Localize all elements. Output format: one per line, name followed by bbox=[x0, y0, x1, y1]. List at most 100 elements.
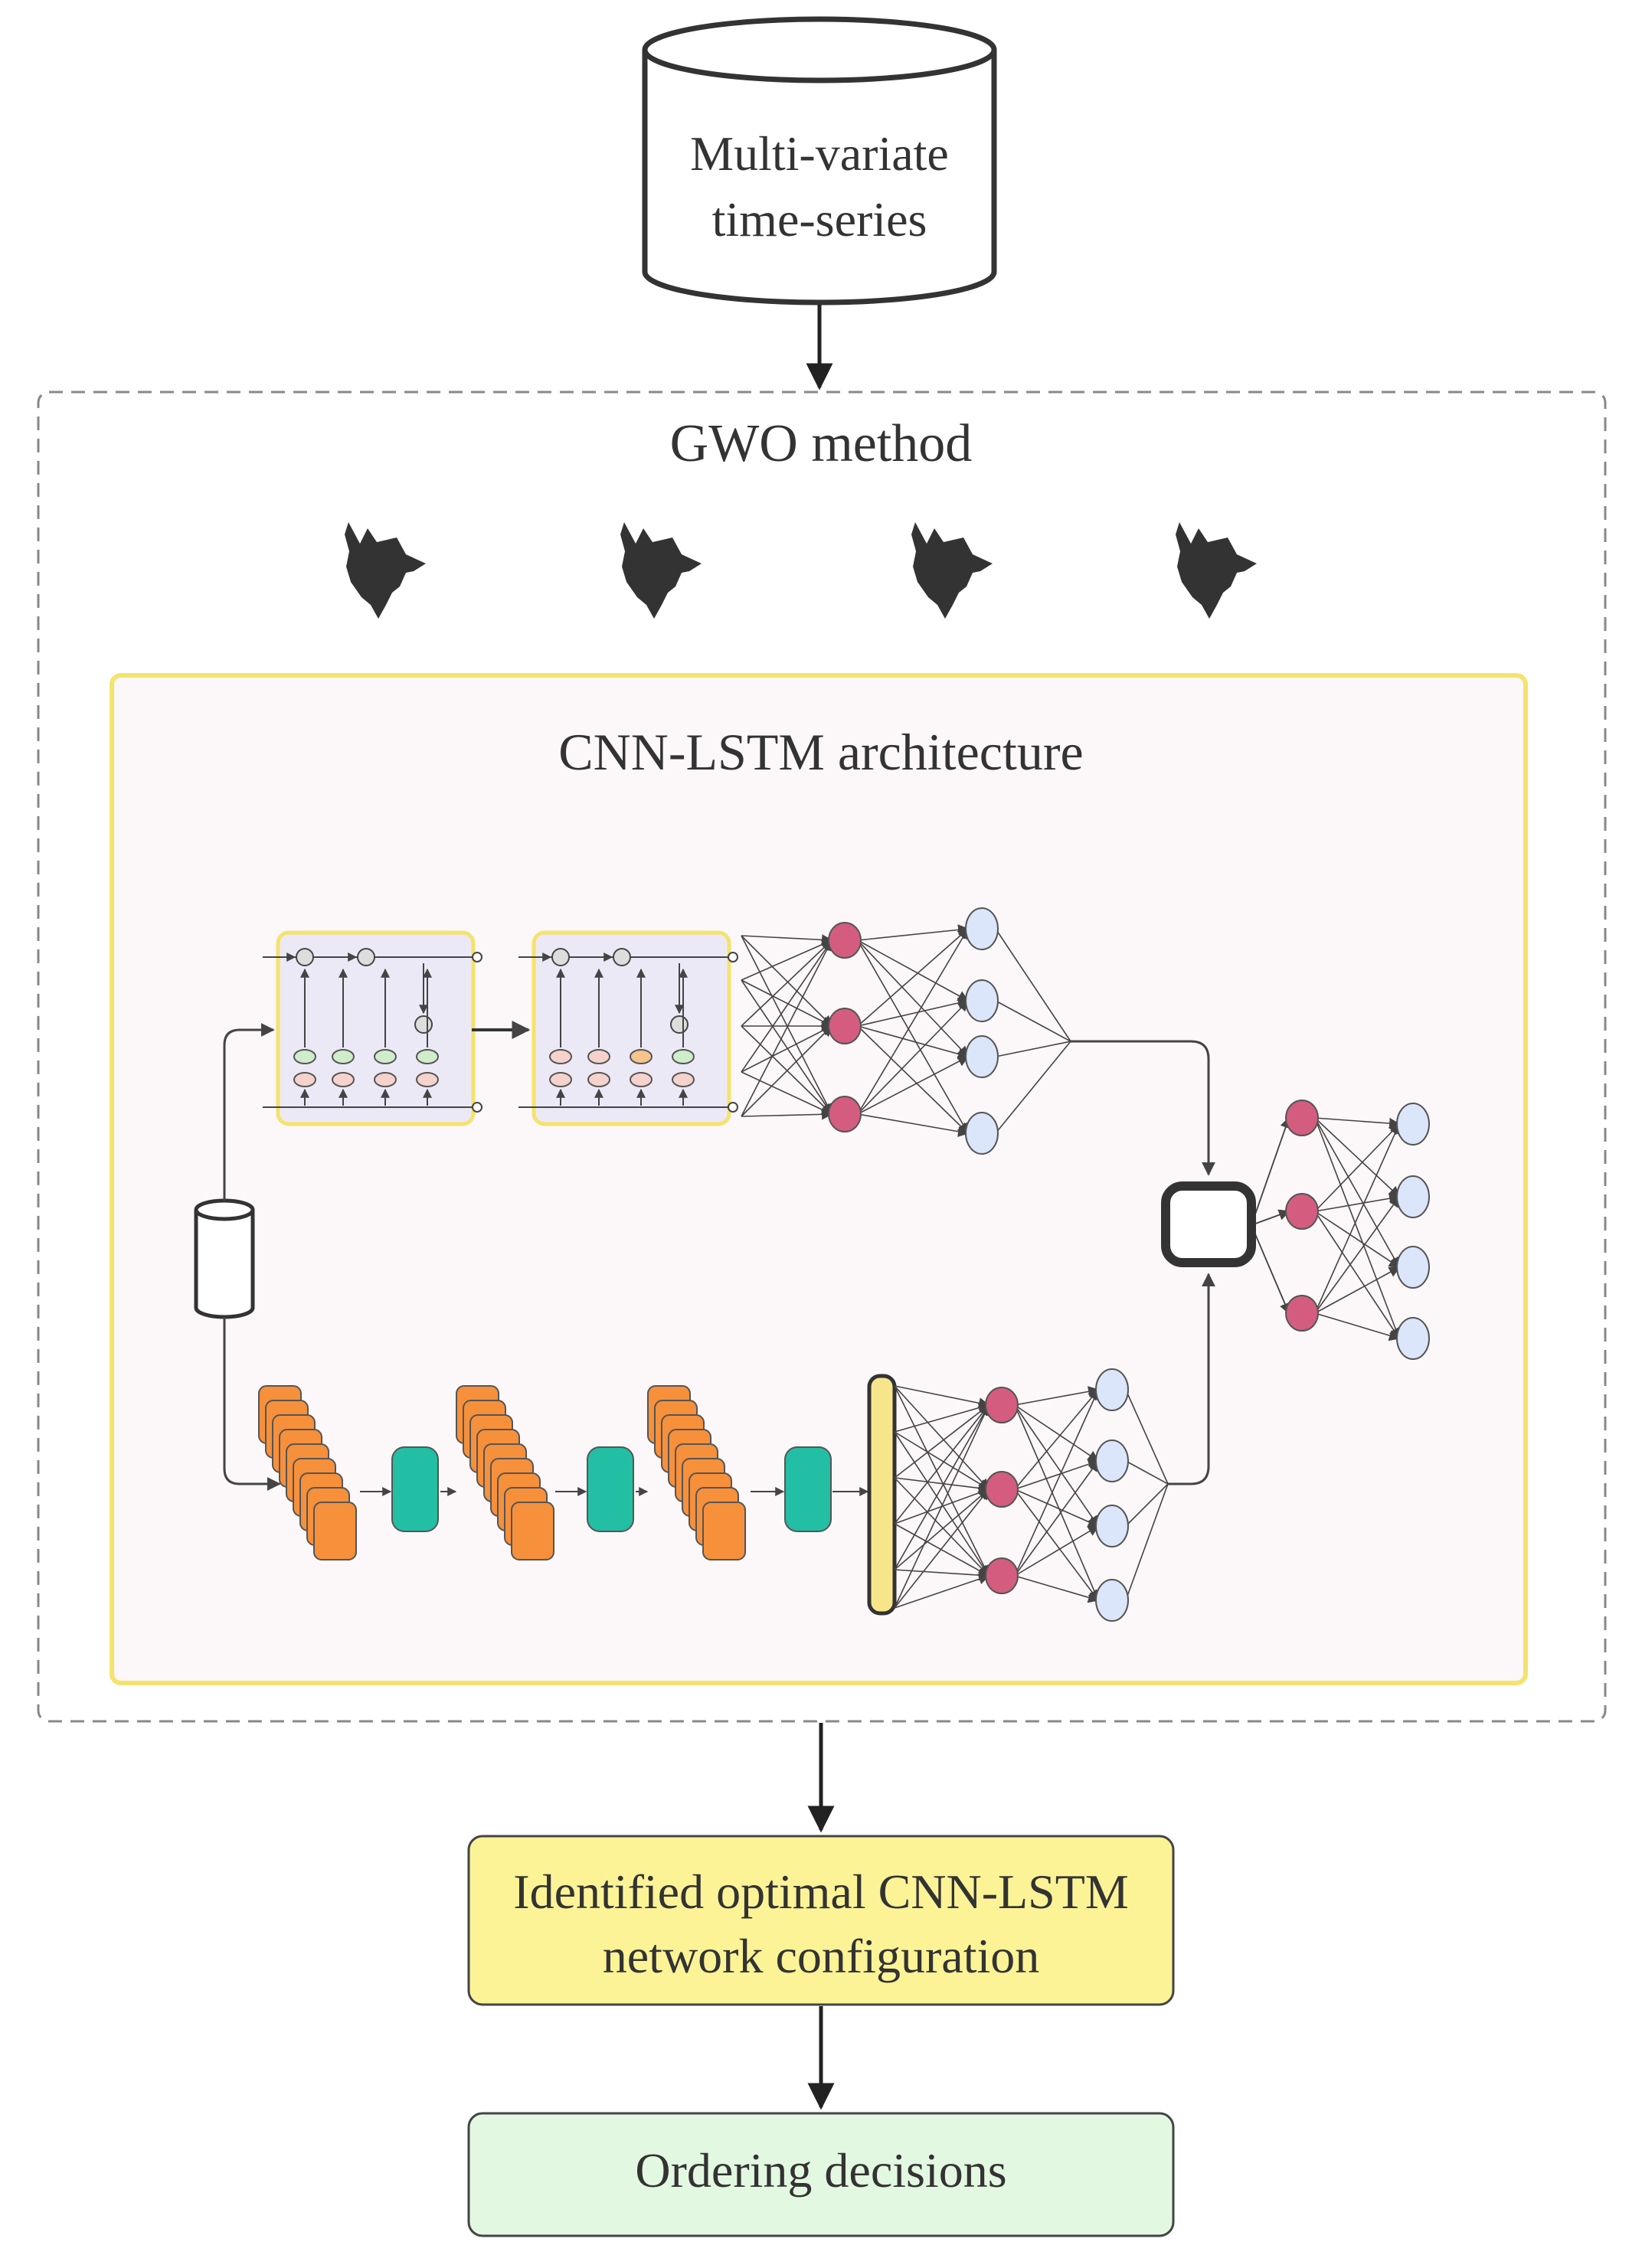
hidden-neuron bbox=[828, 1008, 862, 1044]
network-edge bbox=[741, 939, 833, 981]
network-edge bbox=[1251, 1116, 1291, 1226]
output-neuron bbox=[1396, 1246, 1430, 1289]
network-edge bbox=[857, 999, 970, 1115]
feature-map bbox=[702, 1502, 746, 1560]
network-edge bbox=[894, 1477, 989, 1577]
output-neuron bbox=[965, 1112, 999, 1155]
network-edge bbox=[1014, 1404, 1100, 1462]
network-edge bbox=[1314, 1266, 1401, 1314]
feature-map bbox=[511, 1502, 554, 1560]
network-edge bbox=[857, 940, 970, 1002]
network-edge bbox=[741, 935, 833, 1028]
network-edge bbox=[1314, 1211, 1401, 1268]
pooling-layer bbox=[391, 1446, 439, 1532]
network-edge bbox=[894, 1404, 989, 1570]
gate bbox=[672, 1072, 695, 1087]
network-edge bbox=[894, 1431, 989, 1577]
hidden-neuron bbox=[985, 1471, 1019, 1508]
network-edge bbox=[741, 1109, 833, 1120]
network-edge bbox=[1014, 1459, 1100, 1490]
network-edge bbox=[857, 940, 969, 1135]
gate bbox=[630, 1072, 653, 1087]
output-port bbox=[728, 952, 738, 962]
connector-to-cnn bbox=[223, 1317, 281, 1491]
gate bbox=[630, 1049, 653, 1064]
output-port bbox=[472, 952, 482, 962]
network-edge bbox=[995, 928, 1071, 1042]
network-edge bbox=[1125, 1483, 1169, 1601]
output-neuron bbox=[1396, 1317, 1430, 1360]
network-edge bbox=[1314, 1211, 1400, 1340]
network-edge bbox=[1014, 1404, 1099, 1528]
network-edge bbox=[857, 1056, 970, 1115]
hidden-neuron bbox=[828, 1096, 862, 1132]
network-edge bbox=[894, 1488, 989, 1609]
network-edge bbox=[894, 1489, 990, 1570]
optimal-label-line2: network configuration bbox=[603, 1929, 1040, 1983]
network-edge bbox=[894, 1431, 990, 1490]
source-label-line2: time-series bbox=[712, 192, 927, 247]
pooling-layer bbox=[587, 1446, 634, 1532]
flatten-layer bbox=[867, 1374, 897, 1616]
conv-feature-maps bbox=[647, 1385, 746, 1560]
output-neuron bbox=[1095, 1579, 1129, 1622]
network-edge bbox=[1314, 1312, 1401, 1342]
network-edges bbox=[741, 924, 1071, 1137]
network-edge bbox=[857, 940, 969, 1058]
network-edge bbox=[1125, 1460, 1169, 1485]
hidden-neuron bbox=[828, 922, 862, 959]
gate bbox=[332, 1049, 355, 1064]
connector-to-lstm bbox=[223, 1023, 275, 1201]
cnn-dense-network bbox=[894, 1368, 1169, 1622]
ordering-decisions-box: Ordering decisions bbox=[467, 2112, 1175, 2237]
feature-map bbox=[313, 1502, 357, 1560]
network-edge bbox=[741, 1025, 833, 1116]
dense-networks bbox=[741, 907, 1430, 1622]
cnn-branch bbox=[258, 1385, 869, 1560]
lstm-dense-network bbox=[741, 907, 1071, 1155]
optimal-label-line1: Identified optimal CNN-LSTM bbox=[513, 1864, 1128, 1919]
output-neuron bbox=[1095, 1368, 1129, 1411]
ordering-decisions-label: Ordering decisions bbox=[635, 2143, 1006, 2198]
output-neuron bbox=[1095, 1440, 1129, 1482]
network-edges bbox=[1251, 1116, 1402, 1342]
network-edge bbox=[741, 935, 832, 1116]
network-edge bbox=[1014, 1388, 1100, 1577]
pooling-layer bbox=[784, 1446, 832, 1532]
network-edges bbox=[894, 1385, 1169, 1609]
gate bbox=[549, 1072, 572, 1087]
network-edge bbox=[741, 979, 832, 1116]
network-edge bbox=[1014, 1525, 1100, 1577]
output-port bbox=[472, 1102, 482, 1113]
wolf-icon bbox=[620, 522, 702, 619]
gate bbox=[293, 1072, 316, 1087]
concatenate-block bbox=[1161, 1181, 1256, 1267]
gate bbox=[672, 1049, 695, 1064]
network-edge bbox=[1314, 1117, 1401, 1129]
network-edge bbox=[894, 1404, 990, 1479]
output-neuron bbox=[965, 1035, 999, 1078]
output-neuron bbox=[1396, 1175, 1430, 1218]
network-edge bbox=[1314, 1123, 1400, 1212]
gate bbox=[587, 1072, 610, 1087]
hidden-neuron bbox=[985, 1557, 1019, 1594]
network-edge bbox=[741, 1025, 833, 1117]
network-edge bbox=[1014, 1386, 1100, 1406]
gate bbox=[549, 1049, 572, 1064]
network-edge bbox=[741, 934, 833, 946]
gate bbox=[293, 1049, 316, 1064]
gate bbox=[332, 1072, 355, 1087]
conv-feature-maps bbox=[456, 1385, 554, 1560]
hidden-neuron bbox=[1285, 1295, 1319, 1332]
wolf-icons bbox=[345, 522, 1257, 619]
connector-cnn-to-concat bbox=[1168, 1273, 1215, 1485]
network-edge bbox=[1251, 1224, 1290, 1315]
network-edge bbox=[894, 1404, 990, 1609]
network-edge bbox=[1014, 1489, 1099, 1602]
gate bbox=[374, 1049, 397, 1064]
lstm-cell bbox=[263, 930, 482, 1126]
input-database-icon bbox=[194, 1198, 255, 1319]
network-edge bbox=[1125, 1389, 1169, 1485]
wolf-icon bbox=[911, 522, 993, 619]
